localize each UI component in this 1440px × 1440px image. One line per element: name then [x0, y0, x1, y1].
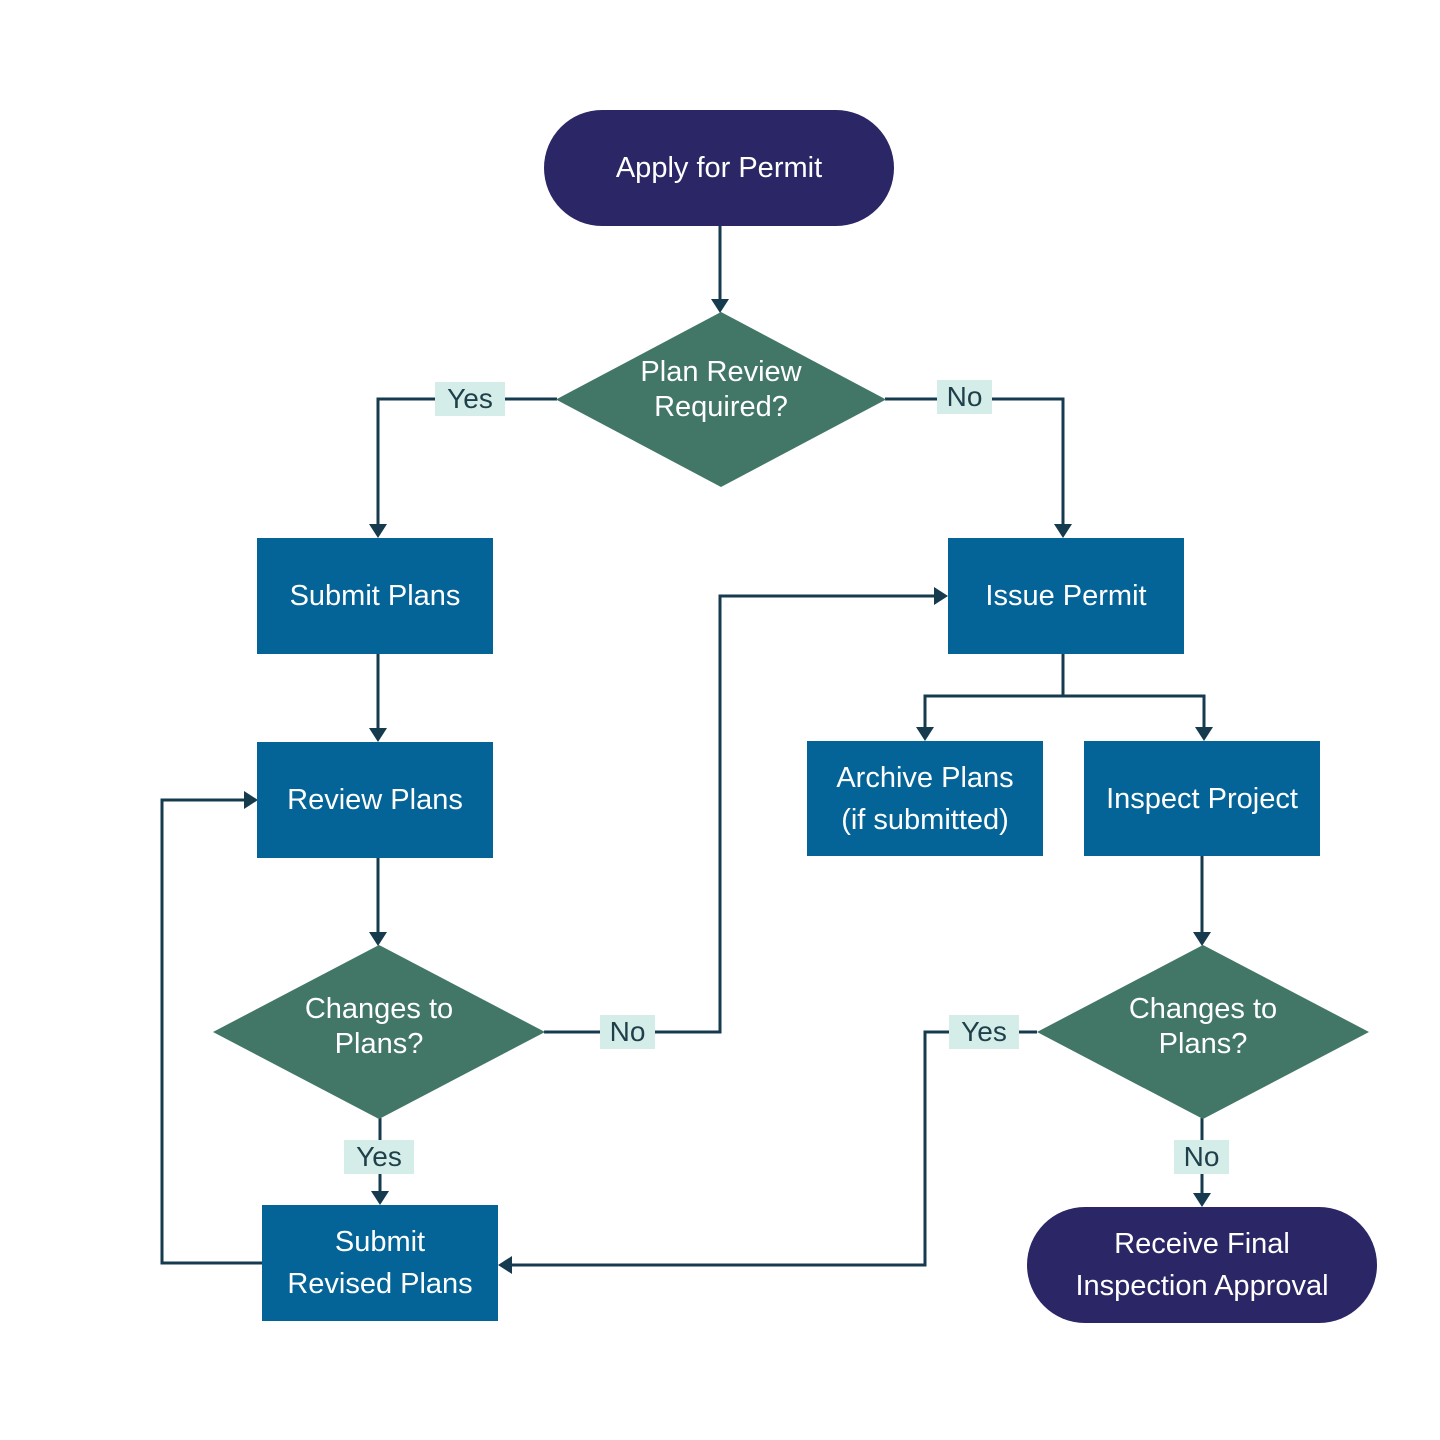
diamond-shape — [213, 945, 545, 1119]
decision-plan-review-required: Plan Review Required? — [555, 312, 887, 487]
process-review-plans: Review Plans — [257, 742, 493, 858]
edge-label-inspection-changes-yes: Yes — [949, 1015, 1019, 1049]
decision-changes-to-plans-inspection: Changes to Plans? — [1036, 945, 1370, 1119]
node-label-line-1: Changes to — [1128, 993, 1278, 1025]
edge-submit-plans-to-review-plans — [369, 654, 387, 742]
node-label: Issue Permit — [985, 580, 1147, 612]
node-label-line-1: Submit — [334, 1226, 426, 1258]
diamond-shape — [556, 312, 886, 487]
edge-review-plans-to-changes-decision — [369, 858, 387, 946]
node-label-line-1: Receive Final — [1114, 1228, 1290, 1260]
edge-label-review-required-yes: Yes — [435, 382, 505, 416]
end-receive-final-inspection-approval: Receive Final Inspection Approval — [1027, 1207, 1377, 1323]
edge-label-review-changes-no: No — [600, 1015, 655, 1049]
node-label: Inspect Project — [1106, 782, 1298, 815]
process-submit-plans: Submit Plans — [257, 538, 493, 654]
diamond-shape — [1037, 945, 1369, 1119]
edge-label-review-required-no: No — [937, 380, 992, 414]
edge-revised-plans-loop-to-review-plans — [160, 791, 262, 1265]
edge-inspect-to-changes-decision — [1193, 856, 1211, 946]
start-apply-for-permit: Apply for Permit — [544, 110, 894, 226]
node-label-line-1: Archive Plans — [836, 761, 1014, 794]
node-label: Apply for Permit — [615, 152, 823, 184]
process-archive-plans: Archive Plans (if submitted) — [807, 741, 1043, 856]
node-label-line-1: Changes to — [304, 993, 454, 1025]
process-inspect-project: Inspect Project — [1084, 741, 1320, 856]
edge-issue-permit-to-archive-and-inspect — [916, 654, 1213, 741]
decision-changes-to-plans-review: Changes to Plans? — [212, 945, 546, 1119]
node-label-line-2: (if submitted) — [841, 803, 1009, 836]
edge-inspection-changes-yes-to-revised-plans — [498, 1030, 1037, 1274]
node-label: Submit Plans — [289, 580, 461, 612]
node-label-line-2: Revised Plans — [287, 1268, 473, 1300]
node-label-line-2: Inspection Approval — [1075, 1270, 1329, 1302]
process-issue-permit: Issue Permit — [948, 538, 1184, 654]
edge-plan-review-yes-to-submit-plans — [369, 397, 557, 538]
edge-label-review-changes-yes: Yes — [344, 1140, 414, 1174]
edge-plan-review-no-to-issue-permit — [885, 397, 1072, 538]
node-label: Review Plans — [287, 784, 463, 816]
edge-apply-to-plan-review — [711, 226, 729, 313]
node-label-line-2: Plans? — [334, 1028, 424, 1060]
node-label-line-1: Plan Review — [640, 355, 802, 388]
process-submit-revised-plans: Submit Revised Plans — [262, 1205, 498, 1321]
node-label-line-2: Required? — [654, 390, 788, 423]
node-label-line-2: Plans? — [1158, 1028, 1248, 1060]
edge-label-inspection-changes-no: No — [1174, 1140, 1229, 1174]
